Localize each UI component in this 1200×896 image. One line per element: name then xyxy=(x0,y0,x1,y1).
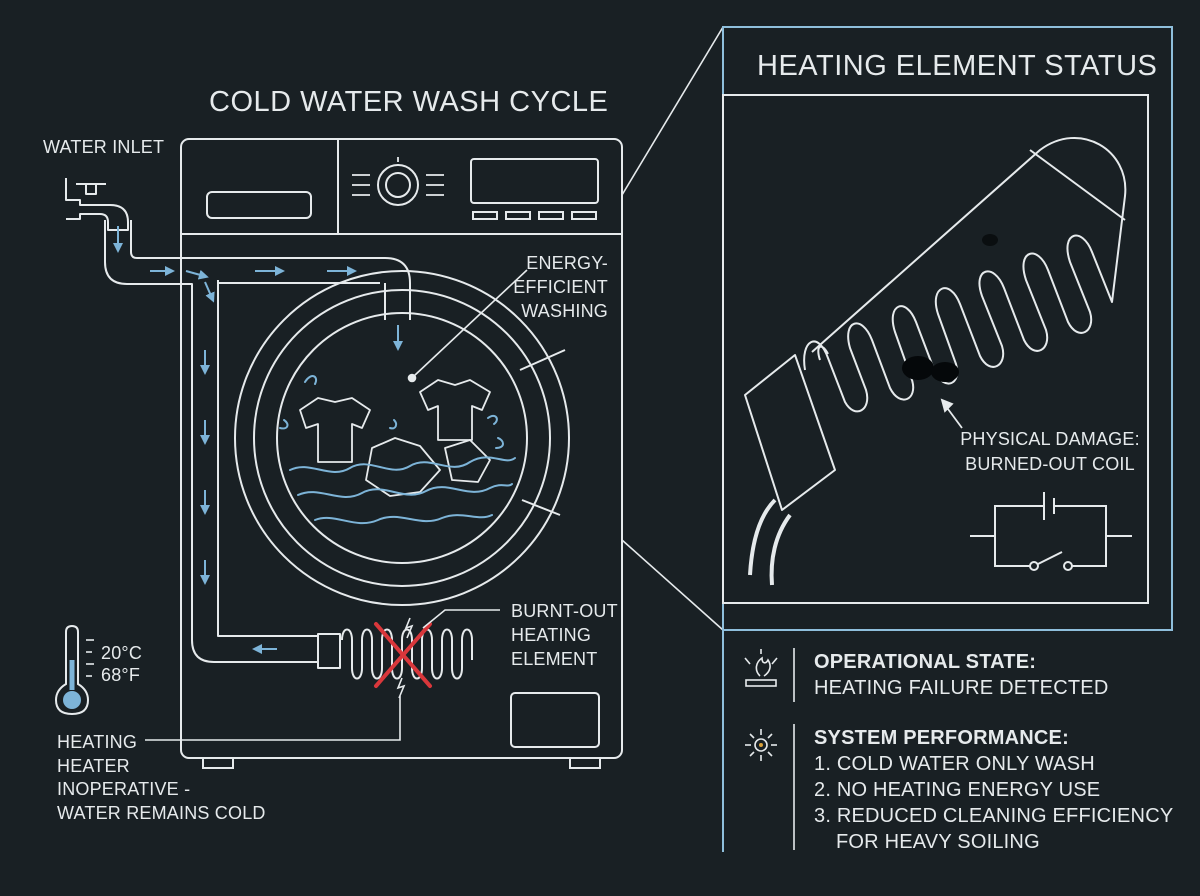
list-item: 2. NO HEATING ENERGY USE xyxy=(814,779,1101,801)
heating-element xyxy=(341,617,473,699)
system-performance-list: 1. COLD WATER ONLY WASH 2. NO HEATING EN… xyxy=(814,751,1173,855)
panel-title: HEATING ELEMENT STATUS xyxy=(757,50,1158,82)
water-in-drum xyxy=(279,375,516,525)
main-title: COLD WATER WASH CYCLE xyxy=(209,86,609,118)
energy-efficient-label: ENERGY- EFFICIENT WASHING xyxy=(513,253,608,321)
water-pipe xyxy=(104,220,411,669)
heating-coil-closeup xyxy=(744,137,1127,586)
list-item: 3. REDUCED CLEANING EFFICIENCY xyxy=(814,805,1174,827)
washing-machine-body xyxy=(180,138,623,769)
system-performance-heading: SYSTEM PERFORMANCE: xyxy=(814,727,1069,749)
thermometer-icon xyxy=(54,624,94,716)
fahrenheit-value: 68°F xyxy=(101,665,141,685)
leader-lines xyxy=(145,26,724,741)
door-drum xyxy=(234,270,570,606)
operational-state-value: HEATING FAILURE DETECTED xyxy=(814,677,1109,699)
physical-damage-label: PHYSICAL DAMAGE: BURNED-OUT COIL xyxy=(960,429,1140,474)
error-x-icon xyxy=(374,622,432,688)
operational-state-heading: OPERATIONAL STATE: xyxy=(814,651,1037,673)
gauge-sensor-icon xyxy=(745,729,777,761)
damage-pointer xyxy=(940,398,963,429)
burn-damage xyxy=(902,234,998,382)
status-panel-frame xyxy=(722,26,1173,852)
heater-inoperative-label: HEATING HEATER INOPERATIVE - WATER REMAI… xyxy=(57,732,266,823)
flow-arrows xyxy=(113,226,403,654)
thermometer-reading: 20°C 68°F xyxy=(101,642,142,686)
list-item: FOR HEAVY SOILING xyxy=(836,831,1040,853)
clothes-in-drum xyxy=(299,379,491,497)
burnt-out-label: BURNT-OUT HEATING ELEMENT xyxy=(511,601,618,669)
list-item: 1. COLD WATER ONLY WASH xyxy=(814,753,1095,775)
celsius-value: 20°C xyxy=(101,643,143,663)
water-inlet-label: WATER INLET xyxy=(43,137,165,157)
flame-burner-icon xyxy=(744,649,778,687)
circuit-switch-icon xyxy=(970,492,1132,571)
faucet-icon xyxy=(65,178,129,231)
